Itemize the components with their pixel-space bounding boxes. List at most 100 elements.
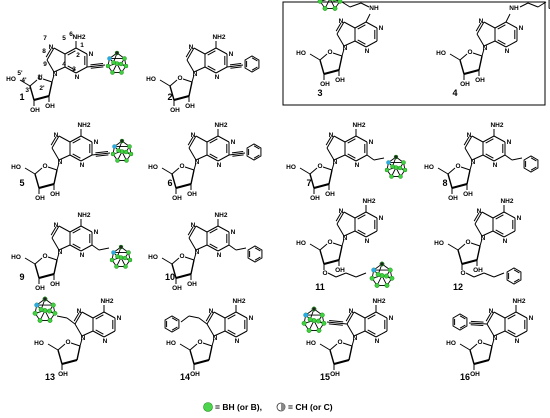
phenyl-double-bond xyxy=(530,166,537,171)
bond xyxy=(58,154,71,161)
bond xyxy=(329,349,335,365)
nitrogen-label: N xyxy=(191,132,196,139)
bond xyxy=(161,167,173,175)
bond xyxy=(327,272,337,278)
amine-label: NH2 xyxy=(214,212,227,219)
bond xyxy=(472,52,483,57)
bond xyxy=(74,311,83,325)
boron-vertex xyxy=(109,257,115,263)
bond xyxy=(353,330,366,337)
boron-vertex xyxy=(38,307,44,312)
boron-vertex xyxy=(307,317,313,322)
bond xyxy=(204,47,217,55)
carborane-cluster xyxy=(369,261,395,288)
bond xyxy=(47,256,58,261)
nitrogen-label: N xyxy=(365,238,370,245)
phenyl-double-bond xyxy=(253,154,260,159)
bond xyxy=(79,338,83,347)
bond xyxy=(345,272,357,278)
bond xyxy=(228,244,237,251)
bond xyxy=(341,238,345,247)
bond xyxy=(58,244,71,251)
boron-vertex xyxy=(118,61,124,67)
bond xyxy=(447,243,459,251)
bond xyxy=(463,136,470,146)
nitrogen-label: N xyxy=(54,222,59,229)
nitrogen-label: N xyxy=(217,162,222,169)
carbon-vertex xyxy=(386,160,391,165)
amine-label: NH2 xyxy=(77,212,90,219)
nitrogen-label: N xyxy=(339,208,344,215)
bond xyxy=(515,330,528,338)
hydroxyl-label: OH xyxy=(35,195,45,202)
bond xyxy=(309,243,321,251)
carbon-vertex xyxy=(394,155,398,159)
bond xyxy=(34,173,40,189)
bond xyxy=(485,312,492,322)
phenyl-double-bond xyxy=(251,57,258,62)
bond xyxy=(224,330,237,338)
bond xyxy=(76,345,81,361)
compound-number: 10 xyxy=(165,272,175,282)
amine-label: NH xyxy=(369,5,379,12)
carborane-cluster xyxy=(32,296,58,323)
boron-vertex xyxy=(374,283,380,288)
bond xyxy=(175,183,192,189)
bond xyxy=(207,50,216,56)
hydroxyl-label: HO xyxy=(11,254,21,261)
bond xyxy=(217,135,230,143)
bond xyxy=(464,135,473,149)
phenyl-ring xyxy=(244,55,260,73)
nitrogen-label: N xyxy=(505,48,510,55)
nitrogen-label: N xyxy=(249,315,254,322)
phenyl-ring xyxy=(247,245,263,263)
legend-carbon-text: = CH (or C) xyxy=(288,402,333,412)
hydroxyl-label: OH xyxy=(170,107,180,114)
boron-vertex xyxy=(127,257,133,263)
hydroxyl-label: OH xyxy=(187,281,197,288)
bond xyxy=(80,135,93,143)
nitrogen-label: N xyxy=(529,315,534,322)
bond xyxy=(333,135,346,143)
bond xyxy=(373,157,385,161)
bond xyxy=(505,40,518,48)
bond xyxy=(504,154,513,161)
oxygen-label: O xyxy=(42,253,47,260)
bond xyxy=(459,53,468,61)
bond xyxy=(365,40,378,48)
nitrogen-label: N xyxy=(333,159,338,166)
bond xyxy=(507,314,516,320)
bond xyxy=(171,173,177,189)
bond xyxy=(75,66,88,74)
bond xyxy=(61,359,78,365)
nitrogen-label: N xyxy=(213,335,218,342)
amine-label: NH2 xyxy=(232,298,245,305)
phenyl-ring xyxy=(164,315,180,333)
bond xyxy=(74,323,83,337)
bond xyxy=(188,81,193,97)
compound-number: 4 xyxy=(452,88,457,98)
nitrogen-label: N xyxy=(195,249,200,256)
bond xyxy=(357,39,366,45)
bond xyxy=(483,40,496,47)
bond xyxy=(365,211,378,219)
boron-vertex xyxy=(114,264,119,269)
boron-vertex xyxy=(110,70,115,75)
bond xyxy=(457,249,463,265)
boron-vertex xyxy=(122,255,128,261)
nitrogen-label: N xyxy=(483,45,488,52)
bond xyxy=(346,323,355,337)
phenyl-double-bond xyxy=(171,317,178,322)
compound-number: 15 xyxy=(320,372,330,382)
hydroxyl-label: OH xyxy=(448,195,458,202)
boron-vertex xyxy=(316,328,322,333)
hydroxyl-label: HO xyxy=(148,164,158,171)
bond xyxy=(319,249,325,265)
bond xyxy=(95,329,104,335)
bond xyxy=(184,166,195,171)
